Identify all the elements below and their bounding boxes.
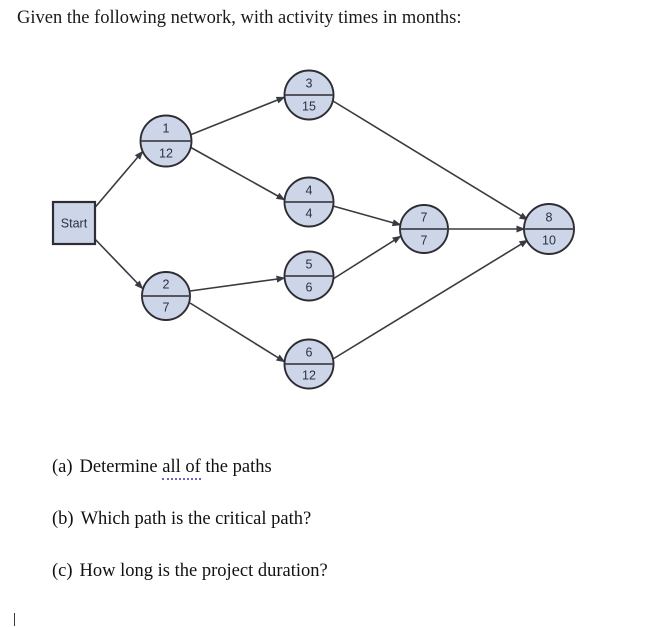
question-c-text: How long is the project duration?: [79, 561, 328, 582]
node-2[interactable]: 2 7: [141, 271, 191, 321]
node-8-id: 8: [546, 210, 553, 224]
node-6[interactable]: 6 12: [283, 338, 335, 390]
edge-4-to-7: [332, 205, 402, 227]
node-7-id: 7: [421, 210, 428, 224]
node-1-id: 1: [163, 121, 170, 135]
edge-start-to-1: [91, 150, 144, 212]
edge-3-to-8: [332, 100, 529, 221]
edge-start-to-2: [91, 235, 144, 290]
question-a: (a) Determine all of the paths: [52, 455, 612, 480]
edge-group: [91, 96, 529, 363]
edge-1-to-3: [189, 96, 286, 136]
node-8-duration: 10: [542, 233, 556, 247]
node-start[interactable]: Start: [51, 200, 97, 246]
node-6-duration: 12: [302, 368, 316, 382]
question-b-text: Which path is the critical path?: [80, 509, 312, 530]
edge-1-to-4: [189, 146, 286, 201]
question-c: (c) How long is the project duration?: [52, 559, 612, 583]
node-2-id: 2: [163, 277, 170, 291]
node-3-duration: 15: [302, 99, 316, 113]
node-5[interactable]: 5 6: [283, 250, 335, 302]
node-5-id: 5: [306, 257, 313, 271]
questions-list: (a) Determine all of the paths (b) Which p…: [52, 455, 612, 611]
node-6-id: 6: [306, 345, 313, 359]
node-8[interactable]: 8 10: [523, 203, 575, 255]
node-2-duration: 7: [163, 300, 170, 314]
node-4[interactable]: 4 4: [283, 176, 335, 228]
page-title: Given the following network, with activi…: [17, 8, 462, 28]
question-a-text-after: the paths: [200, 457, 272, 477]
question-c-label: (c): [52, 561, 73, 582]
node-7-duration: 7: [421, 233, 428, 247]
node-1[interactable]: 1 12: [139, 114, 193, 168]
node-3[interactable]: 3 15: [283, 69, 335, 121]
node-1-duration: 12: [159, 146, 173, 160]
question-a-label: (a): [52, 457, 73, 477]
text-caret: [14, 613, 15, 626]
start-box[interactable]: [51, 200, 97, 246]
node-5-duration: 6: [306, 280, 313, 294]
node-4-duration: 4: [306, 206, 313, 220]
node-3-id: 3: [306, 76, 313, 90]
question-b: (b) Which path is the critical path?: [52, 507, 612, 531]
edge-6-to-8: [332, 239, 529, 360]
edge-2-to-6: [189, 302, 286, 363]
node-4-id: 4: [306, 183, 313, 197]
start-box-label: Start: [61, 216, 88, 230]
edge-5-to-7: [332, 235, 402, 280]
question-a-flagged-text: all of: [162, 457, 201, 480]
question-a-text-before: Determine: [79, 457, 163, 477]
network-diagram: Start 1 12 2 7 3 15 4 4: [0, 55, 654, 415]
node-7[interactable]: 7 7: [399, 204, 449, 254]
question-b-label: (b): [52, 509, 74, 530]
edge-2-to-5: [189, 275, 286, 292]
